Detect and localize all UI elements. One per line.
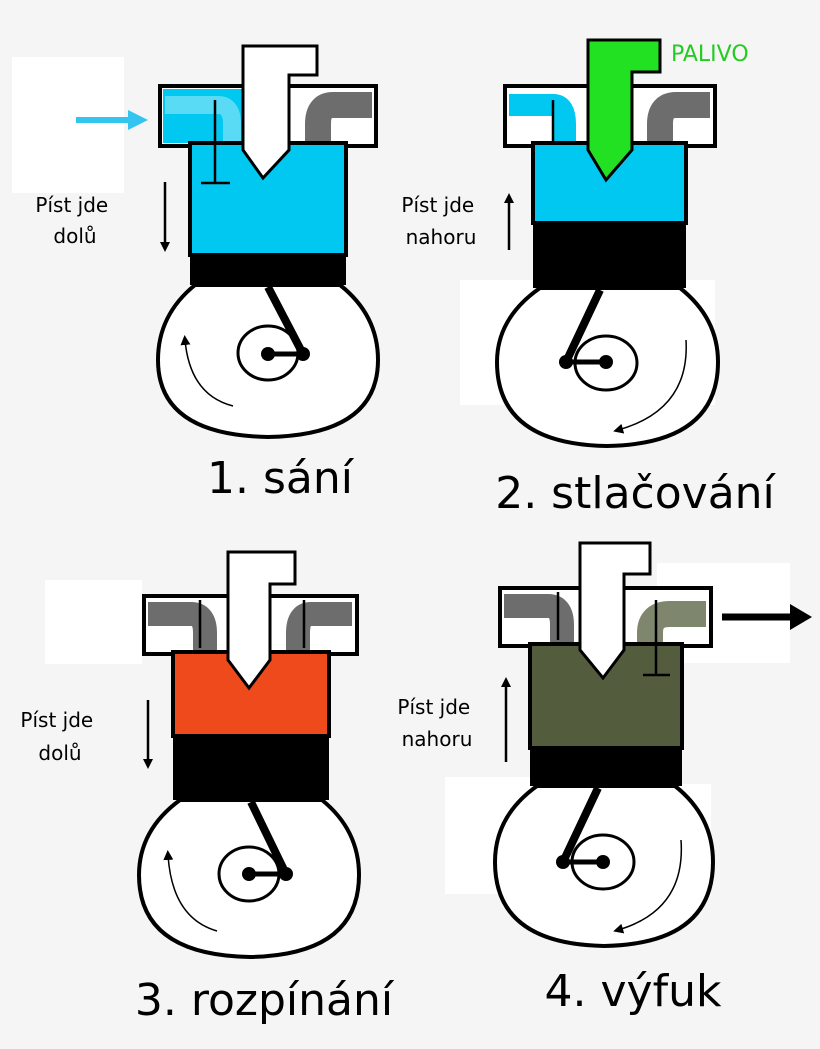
connecting-rod: [264, 285, 307, 356]
stage-caption: 4. výfuk: [545, 966, 722, 1017]
piston: [173, 736, 329, 800]
exhaust-valve: [643, 600, 670, 677]
stage-caption: 3. rozpínání: [135, 975, 395, 1026]
stage-compression: PALIVO Píst jde nahoru 2. stlačování: [401, 38, 777, 519]
piston-direction-label-3: Píst jde dolů: [20, 708, 99, 765]
exhaust-valve-port: [286, 602, 352, 652]
rotation-arrow: [180, 335, 234, 407]
rotation-arrow: [613, 839, 683, 934]
piston: [533, 223, 686, 288]
piston-direction-label-2: Píst jde nahoru: [401, 193, 480, 249]
stage-caption: 2. stlačování: [495, 468, 776, 519]
piston: [530, 748, 682, 786]
connecting-rod: [562, 288, 604, 364]
spark-plug: [241, 44, 319, 181]
stage-expansion: Píst jde dolů 3. rozpínání: [20, 550, 395, 1026]
stage-exhaust: Píst jde nahoru 4. výfuk: [397, 541, 812, 1017]
exhaust-valve-port: [647, 92, 710, 143]
stage-intake: Píst jde dolů 1. sání: [35, 44, 381, 504]
connecting-rod: [559, 786, 602, 864]
fuel-label: PALIVO: [671, 42, 749, 67]
intake-valve: [201, 100, 230, 185]
exhaust-valve-port: [305, 92, 372, 143]
spark-plug: [578, 541, 652, 681]
rotation-arrow: [163, 850, 218, 932]
piston-direction-label-1: Píst jde dolů: [35, 193, 114, 248]
piston-direction-label-4: Píst jde nahoru: [397, 695, 476, 751]
rotation-arrow: [613, 339, 687, 434]
piston: [190, 255, 346, 285]
stage-caption: 1. sání: [207, 453, 355, 504]
fuel-injector: [586, 38, 662, 183]
spark-plug: [226, 550, 297, 691]
intake-valve-port: [165, 96, 241, 143]
connecting-rod: [247, 800, 290, 876]
intake-valve-port: [148, 602, 217, 652]
